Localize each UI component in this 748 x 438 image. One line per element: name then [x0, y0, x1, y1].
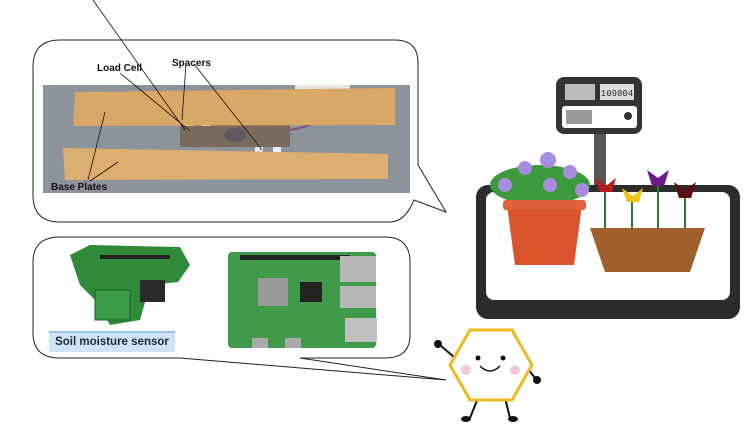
base-plates-label: Base Plates [51, 182, 108, 193]
load-cell-photo [43, 0, 410, 193]
soil-moisture-sensor-image [70, 245, 190, 325]
spacers-label: Spacers [172, 58, 211, 69]
load-cell-label: Load Cell [97, 63, 143, 74]
hexagon-mascot [434, 328, 541, 422]
potted-violets [490, 152, 590, 265]
scale-readout: 109804 [601, 89, 633, 99]
potted-tulips [590, 170, 705, 272]
raspberry-pi-image [228, 252, 377, 348]
soil-moisture-sensor-label: Soil moisture sensor [49, 331, 175, 352]
